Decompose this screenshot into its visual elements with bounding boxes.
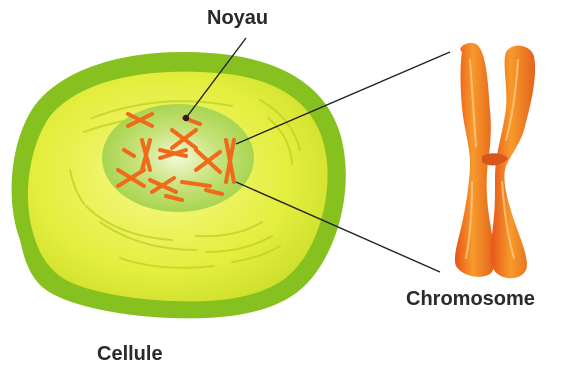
- nucleus: [102, 104, 254, 212]
- large-chromosome: [455, 43, 535, 278]
- leader-dot-noyau: [184, 116, 189, 121]
- label-chromosome: Chromosome: [406, 289, 535, 309]
- label-cellule: Cellule: [97, 344, 163, 364]
- label-noyau: Noyau: [207, 8, 268, 28]
